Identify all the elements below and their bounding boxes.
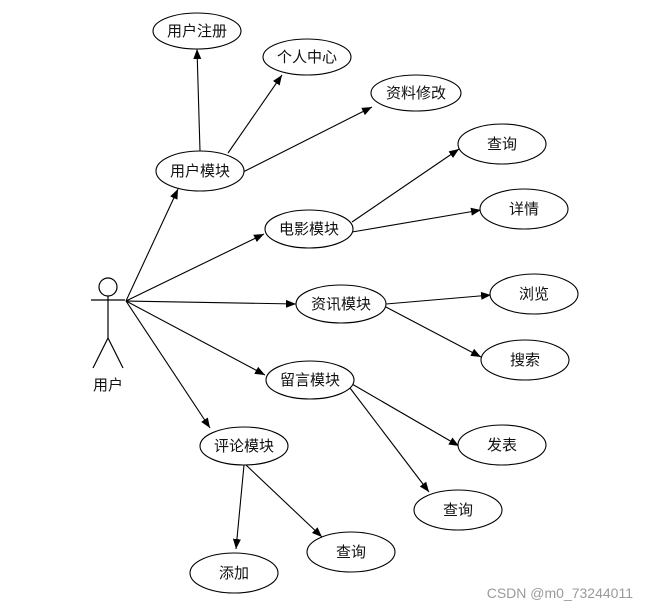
usecase-message-post [457,424,547,466]
edge-message-query [349,387,430,493]
usecase-news-browse [489,273,579,315]
label-comment-module: 评论模块 [214,437,274,455]
usecase-comment-query [306,531,396,573]
usecase-message-module [265,360,355,400]
label-user-center: 个人中心 [277,48,337,66]
edge-comment-query [245,464,323,538]
connectors [125,48,492,550]
usecase-profile-edit [370,74,462,112]
label-movie-detail: 详情 [509,200,539,218]
edge-movie-detail [351,207,482,233]
usecase-movie-detail [479,188,569,230]
label-message-query: 查询 [443,501,473,519]
actor-label: 用户 [93,376,123,394]
label-comment-add: 添加 [219,564,249,582]
edge-movie-query [351,148,460,223]
usecase-news-search [480,339,570,381]
label-user-module: 用户模块 [170,162,230,180]
label-message-post: 发表 [487,436,517,454]
label-comment-query: 查询 [336,543,366,561]
edge-actor-user-module [125,188,179,302]
watermark-text: CSDN @m0_73244011 [487,585,633,601]
edge-actor-comment-module [125,300,211,429]
actor-figure [91,277,125,369]
usecase-news-module [295,284,387,324]
edge-actor-message-module [125,300,266,376]
label-news-search: 搜索 [510,351,540,369]
edge-user-profile-edit [242,106,373,173]
edge-actor-news-module [125,299,297,308]
usecase-movie-module [264,209,354,249]
label-message-module: 留言模块 [280,371,340,389]
usecase-comment-add [189,552,279,594]
usecase-user-register [152,12,242,50]
edge-actor-movie-module [125,233,265,302]
edge-message-post [351,383,460,447]
label-news-browse: 浏览 [519,285,549,303]
usecase-user-module [155,150,245,192]
label-movie-module: 电影模块 [279,220,339,238]
usecase-movie-query [457,123,547,165]
label-news-module: 资讯模块 [311,295,371,313]
label-user-register: 用户注册 [167,22,227,40]
actor-head [98,277,118,297]
edge-news-browse [385,291,492,305]
usecase-user-center [262,38,352,76]
actor-right-leg [107,337,124,369]
usecase-comment-module [199,426,289,466]
edge-user-register [193,48,202,152]
edge-comment-add [232,464,245,550]
usecase-message-query [413,489,503,531]
actor-left-leg [92,337,109,369]
edge-news-search [383,305,482,358]
edge-user-center [227,74,283,154]
label-profile-edit: 资料修改 [386,84,446,102]
label-movie-query: 查询 [487,135,517,153]
